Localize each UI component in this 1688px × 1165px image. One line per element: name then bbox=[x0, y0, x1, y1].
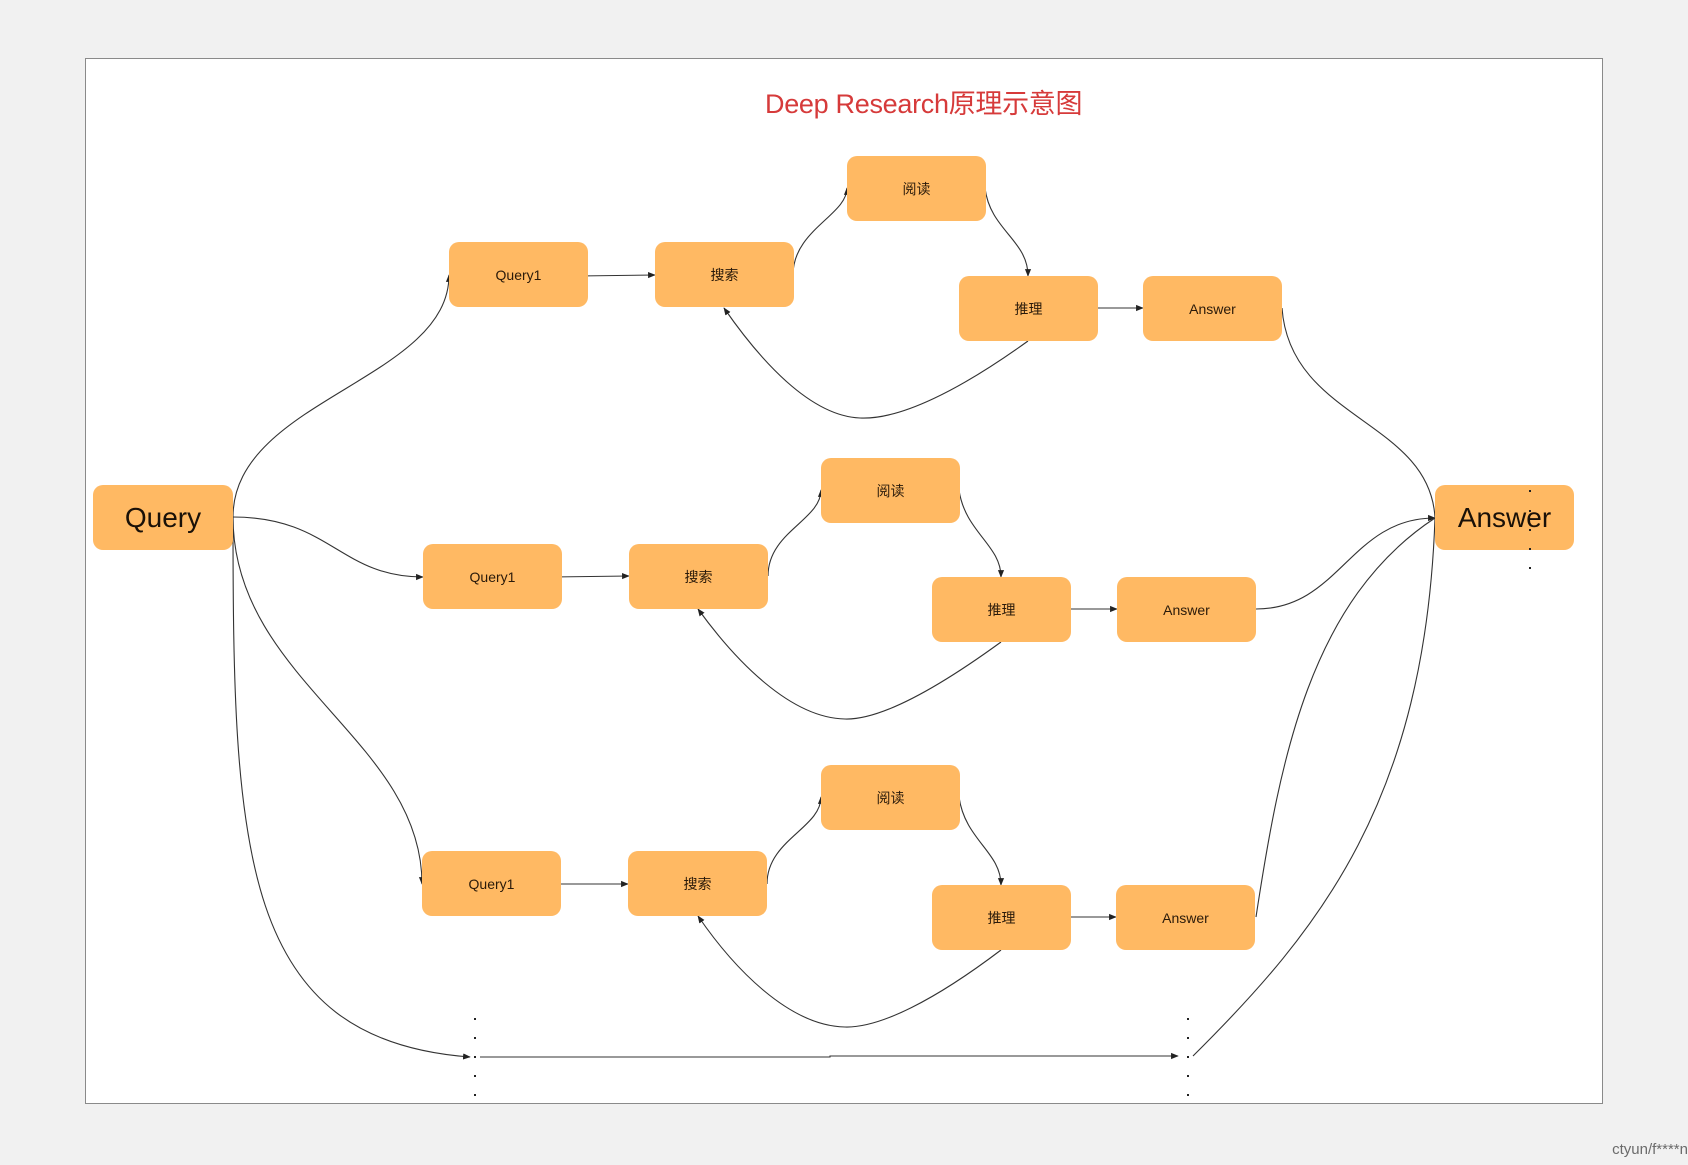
branch2-read-node[interactable]: 阅读 bbox=[821, 458, 960, 523]
branch1-reason-label: 推理 bbox=[1014, 300, 1043, 317]
ellipsis-dot bbox=[474, 1056, 476, 1058]
ellipsis-dot bbox=[1529, 529, 1531, 531]
edge-b3-answer-final bbox=[1255, 517, 1436, 918]
ellipsis-dot bbox=[1187, 1018, 1189, 1020]
ellipsis-dot bbox=[1529, 510, 1531, 512]
query-node[interactable]: Query bbox=[93, 485, 233, 550]
branch1-read-node[interactable]: 阅读 bbox=[847, 156, 986, 221]
edge-more-answer-final bbox=[1192, 517, 1436, 1057]
branch3-search-label: 搜索 bbox=[683, 875, 712, 892]
branch1-query-label: Query1 bbox=[495, 266, 542, 283]
edge-b1-search-read bbox=[792, 187, 851, 276]
edge-b2-search-read bbox=[767, 489, 825, 577]
branch2-query-label: Query1 bbox=[469, 568, 516, 585]
branch3-answer-node[interactable]: Answer bbox=[1116, 885, 1255, 950]
edge-b1-reason-search-loop bbox=[723, 307, 1029, 419]
branch2-answer-label: Answer bbox=[1163, 601, 1210, 618]
branch2-read-label: 阅读 bbox=[876, 482, 905, 499]
branch2-answer-node[interactable]: Answer bbox=[1117, 577, 1256, 642]
edge-query-branch3 bbox=[232, 516, 426, 885]
edge-query-branch2 bbox=[232, 516, 424, 581]
branch2-reason-label: 推理 bbox=[987, 601, 1016, 618]
ellipsis-dot bbox=[1529, 490, 1531, 492]
branch2-reason-node[interactable]: 推理 bbox=[932, 577, 1071, 642]
edge-b1-read-reason bbox=[984, 187, 1032, 277]
branch3-query-node[interactable]: Query1 bbox=[422, 851, 561, 916]
diagram-canvas bbox=[85, 58, 1603, 1104]
edge-b3-reason-search-loop bbox=[697, 915, 1002, 1028]
ellipsis-dot bbox=[1529, 548, 1531, 550]
branch3-read-node[interactable]: 阅读 bbox=[821, 765, 960, 830]
query-node-label: Query bbox=[124, 501, 202, 533]
edge-b2-answer-final bbox=[1255, 514, 1436, 610]
branch3-reason-node[interactable]: 推理 bbox=[932, 885, 1071, 950]
ellipsis-dot bbox=[474, 1094, 476, 1096]
edge-query-branch1 bbox=[232, 274, 453, 518]
diagram-title: Deep Research原理示意图 bbox=[765, 89, 1083, 119]
edge-b3-search-read bbox=[766, 796, 825, 885]
ellipsis-dot bbox=[474, 1018, 476, 1020]
branch3-answer-label: Answer bbox=[1162, 909, 1209, 926]
edge-query-branch-more bbox=[232, 516, 471, 1060]
edge-b1-query-search bbox=[577, 272, 656, 279]
branch3-reason-label: 推理 bbox=[987, 909, 1016, 926]
ellipsis-dot bbox=[474, 1037, 476, 1039]
ellipsis-dot bbox=[1187, 1075, 1189, 1077]
branch1-read-label: 阅读 bbox=[902, 180, 931, 197]
branch1-search-label: 搜索 bbox=[710, 266, 739, 283]
ellipsis-dot bbox=[474, 1075, 476, 1077]
branch2-query-node[interactable]: Query1 bbox=[423, 544, 562, 609]
watermark: ctyun/f****n bbox=[1612, 1141, 1688, 1158]
branch2-search-label: 搜索 bbox=[684, 568, 713, 585]
branch1-query-node[interactable]: Query1 bbox=[449, 242, 588, 307]
ellipsis-dot bbox=[1187, 1056, 1189, 1058]
branch3-read-label: 阅读 bbox=[876, 789, 905, 806]
edge-b2-query-search bbox=[551, 573, 630, 580]
branch3-query-label: Query1 bbox=[468, 875, 515, 892]
branch1-answer-node[interactable]: Answer bbox=[1143, 276, 1282, 341]
branch2-search-node[interactable]: 搜索 bbox=[629, 544, 768, 609]
final-answer-node-label: Answer bbox=[1457, 501, 1552, 533]
edge-more-horizontal bbox=[480, 1052, 1179, 1060]
branch1-reason-node[interactable]: 推理 bbox=[959, 276, 1098, 341]
branch3-search-node[interactable]: 搜索 bbox=[628, 851, 767, 916]
edge-b2-reason-search-loop bbox=[697, 608, 1002, 720]
ellipsis-dot bbox=[1187, 1037, 1189, 1039]
branch1-answer-label: Answer bbox=[1189, 300, 1236, 317]
branch1-search-node[interactable]: 搜索 bbox=[655, 242, 794, 307]
ellipsis-dot bbox=[1529, 567, 1531, 569]
edge-b1-answer-final bbox=[1281, 307, 1436, 519]
edge-b2-read-reason bbox=[958, 489, 1005, 578]
edge-b3-read-reason bbox=[958, 796, 1005, 886]
ellipsis-dot bbox=[1187, 1094, 1189, 1096]
final-answer-node[interactable]: Answer bbox=[1435, 485, 1574, 550]
